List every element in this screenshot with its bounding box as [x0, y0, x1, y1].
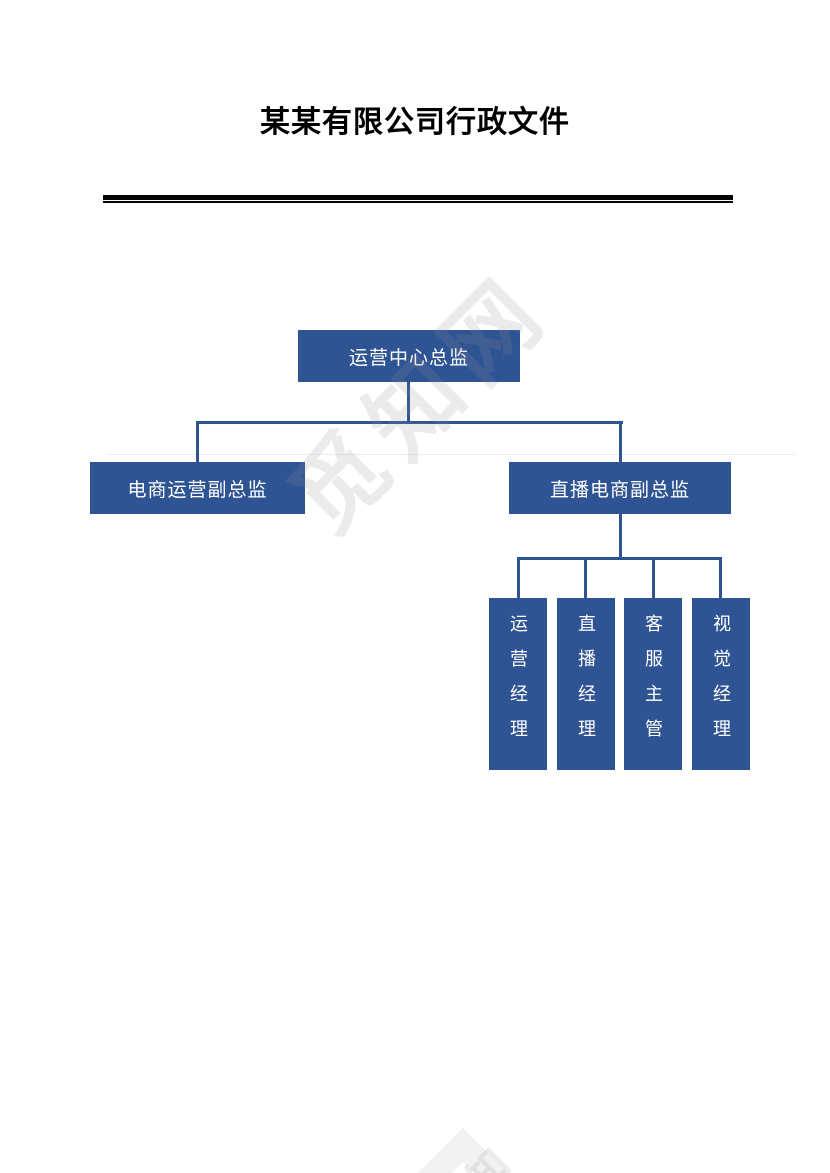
connector-level3-bar	[517, 557, 722, 560]
connector-level3-drop-2	[584, 557, 587, 601]
org-node-label: 客服主管	[643, 614, 663, 754]
watermark-fragment-text: 知	[459, 1142, 519, 1173]
org-node-operations-manager: 运营经理	[489, 598, 547, 770]
org-node-operations-center-director: 运营中心总监	[298, 330, 520, 382]
org-node-label: 电商运营副总监	[127, 479, 268, 501]
page-title: 某某有限公司行政文件	[260, 106, 570, 139]
watermark-diamond-outline	[356, 1127, 570, 1173]
connector-root-drop	[407, 381, 410, 424]
org-node-label: 运营经理	[508, 614, 528, 754]
faint-divider-line	[107, 454, 795, 455]
org-node-live-ecommerce-deputy-director: 直播电商副总监	[509, 462, 731, 514]
connector-left-branch-drop	[196, 421, 199, 465]
org-node-visual-manager: 视觉经理	[692, 598, 750, 770]
connector-right-branch-drop	[619, 421, 622, 465]
connector-level3-drop-4	[719, 557, 722, 601]
title-divider-double-line	[103, 195, 733, 203]
org-node-label: 直播经理	[576, 614, 596, 754]
org-node-label: 直播电商副总监	[549, 479, 690, 501]
connector-level3-drop-3	[652, 557, 655, 601]
org-node-live-manager: 直播经理	[557, 598, 615, 770]
connector-level2-bar	[196, 421, 623, 424]
org-node-label: 视觉经理	[711, 614, 731, 754]
connector-live-branch-drop	[619, 513, 622, 560]
connector-level3-drop-1	[517, 557, 520, 601]
org-node-label: 运营中心总监	[348, 347, 469, 369]
org-node-customer-service-supervisor: 客服主管	[624, 598, 682, 770]
org-node-ecommerce-operations-deputy-director: 电商运营副总监	[90, 462, 305, 514]
